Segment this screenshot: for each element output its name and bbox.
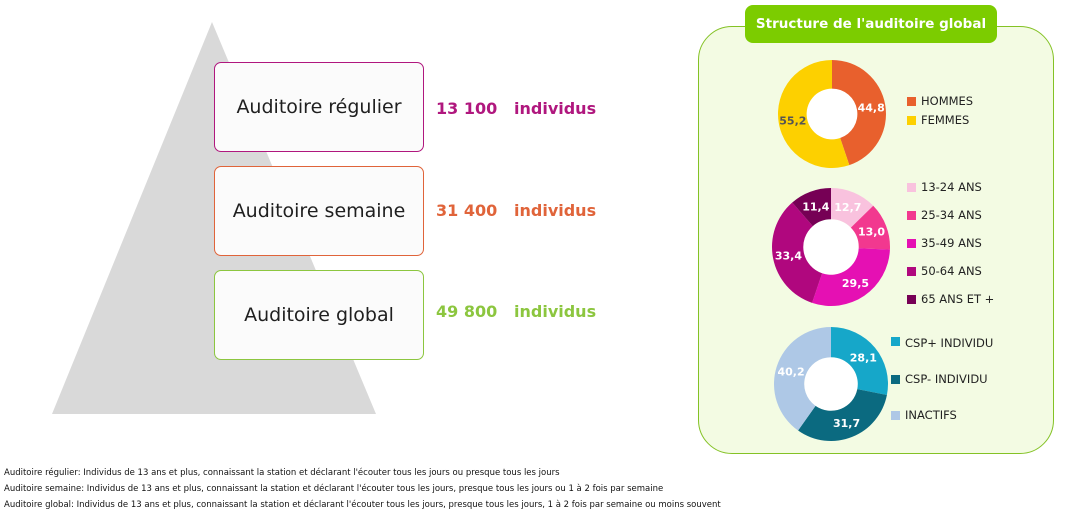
footnote-regular: Auditoire régulier: Individus de 13 ans …	[4, 468, 560, 478]
legend-swatch	[907, 295, 916, 304]
legend-label: CSP+ INDIVIDU	[905, 336, 994, 350]
donut-segment	[778, 60, 850, 168]
tier-regular-value: 13 100	[436, 99, 498, 118]
donut-value-label: 44,8	[858, 102, 885, 115]
legend-label: FEMMES	[921, 113, 970, 127]
tier-global-label: Auditoire global	[244, 304, 394, 326]
legend-swatch	[907, 183, 916, 192]
tier-weekly-value: 31 400	[436, 201, 498, 220]
tier-global-value-row: 49 800 individus	[436, 302, 596, 321]
tier-regular-box: Auditoire régulier	[214, 62, 424, 152]
legend-item: 13-24 ANS	[907, 180, 1067, 194]
donut-segment	[774, 327, 831, 431]
legend-swatch	[891, 411, 900, 420]
legend-item: FEMMES	[907, 113, 1067, 127]
donut-segment	[831, 188, 874, 228]
donut-segment	[772, 202, 823, 303]
legend-item: 35-49 ANS	[907, 236, 1067, 250]
footnotes: Auditoire régulier: Individus de 13 ans …	[4, 465, 721, 513]
tier-regular-value-row: 13 100 individus	[436, 99, 596, 118]
donut-hole	[804, 357, 858, 411]
panel-title: Structure de l'auditoire global	[745, 5, 997, 43]
footnote-global: Auditoire global: Individus de 13 ans et…	[4, 500, 721, 510]
legend-label: 35-49 ANS	[921, 236, 982, 250]
tier-weekly-label: Auditoire semaine	[232, 200, 406, 222]
donut-value-label: 12,7	[834, 201, 861, 214]
donut-value-label: 29,5	[842, 277, 869, 290]
donut-value-label: 11,4	[802, 200, 829, 213]
legend-item: HOMMES	[907, 94, 1067, 108]
donut-hole	[806, 88, 858, 140]
legend-label: INACTIFS	[905, 408, 957, 422]
donut-value-label: 33,4	[775, 249, 802, 262]
legend-item: 50-64 ANS	[907, 264, 1067, 278]
legend-label: HOMMES	[921, 94, 974, 108]
donut-value-label: 40,2	[778, 365, 805, 378]
tier-regular-unit: individus	[514, 99, 597, 118]
tier-weekly-value-row: 31 400 individus	[436, 201, 596, 220]
donut-segment	[850, 205, 890, 250]
tier-global-value: 49 800	[436, 302, 498, 321]
donut-value-label: 28,1	[850, 351, 877, 364]
donut-segment	[812, 248, 890, 306]
tier-weekly-unit: individus	[514, 201, 597, 220]
legend-item: 25-34 ANS	[907, 208, 1067, 222]
legend-swatch	[907, 211, 916, 220]
donut-segment	[792, 188, 831, 227]
legend-swatch	[907, 116, 916, 125]
gender-donut: 44,8 55,2	[778, 60, 886, 168]
legend-item: CSP- INDIVIDU	[891, 372, 1051, 386]
legend-label: 50-64 ANS	[921, 264, 982, 278]
donut-value-label: 13,0	[858, 226, 885, 239]
legend-item: 65 ANS ET +	[907, 292, 1067, 306]
age-donut: 12,7 13,0 29,5 33,4 11,4	[772, 188, 890, 306]
tier-global-unit: individus	[514, 302, 597, 321]
donut-value-label: 55,2	[779, 114, 806, 127]
tier-weekly-box: Auditoire semaine	[214, 166, 424, 256]
legend-swatch	[891, 337, 900, 346]
donut-segment	[798, 389, 887, 441]
donut-hole	[803, 219, 859, 275]
donut-segment	[831, 327, 888, 396]
legend-item: CSP+ INDIVIDU	[891, 334, 1006, 352]
legend-swatch	[907, 267, 916, 276]
footnote-weekly: Auditoire semaine: Individus de 13 ans e…	[4, 484, 664, 494]
legend-swatch	[891, 375, 900, 384]
legend-label: CSP- INDIVIDU	[905, 372, 988, 386]
tier-regular-label: Auditoire régulier	[236, 96, 402, 118]
legend-label: 65 ANS ET +	[921, 292, 995, 306]
donut-segment	[832, 60, 886, 166]
legend-swatch	[907, 239, 916, 248]
donut-value-label: 31,7	[833, 417, 860, 430]
csp-donut: 28,1 31,7 40,2	[774, 327, 888, 441]
legend-swatch	[907, 97, 916, 106]
legend-label: 25-34 ANS	[921, 208, 982, 222]
tier-global-box: Auditoire global	[214, 270, 424, 360]
legend-item: INACTIFS	[891, 408, 1051, 422]
legend-label: 13-24 ANS	[921, 180, 982, 194]
